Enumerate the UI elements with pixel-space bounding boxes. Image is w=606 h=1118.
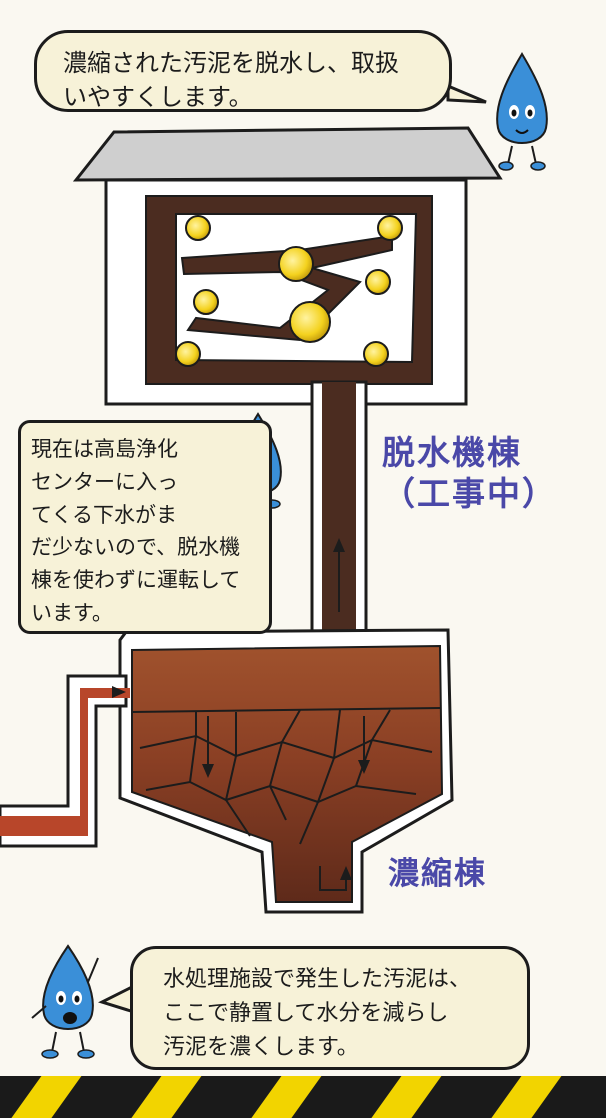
dewatering-building <box>72 126 503 406</box>
roller <box>363 341 389 367</box>
flow-arrow <box>340 866 352 880</box>
flow-arrow <box>358 760 370 774</box>
inlet-pipe <box>0 674 130 848</box>
roller <box>365 269 391 295</box>
bubble-line: 現在は高島浄化 <box>31 437 178 461</box>
bubble-line: 水処理施設で発生した汚泥は、 <box>163 967 472 992</box>
bubble-line: いやすくします。 <box>63 83 253 112</box>
press-frame <box>145 195 433 385</box>
bubble-line: 棟を使わずに運転して <box>31 568 241 592</box>
bubble-line: てくる下水がま <box>31 502 177 527</box>
bubble-line: 汚泥を濃くします。 <box>163 1035 359 1061</box>
flow-arrow <box>112 686 126 698</box>
speech-bubble-top: 濃縮された汚泥を脱水し、取扱 いやすくします。 <box>34 30 452 112</box>
bubble-line: います。 <box>31 600 113 625</box>
bubble-line: 濃縮された汚泥を脱水し、取扱 <box>63 49 399 77</box>
roller <box>185 215 211 241</box>
flow-arrow <box>202 764 214 778</box>
bubble-line: だ少ないので、脱水機 <box>31 535 241 560</box>
roller <box>377 215 403 241</box>
bubble-line: ここで静置して水分を減らし <box>163 1001 449 1027</box>
bubble-tail <box>446 83 487 104</box>
bubble-line: センターに入っ <box>31 469 178 494</box>
roller <box>193 289 219 315</box>
water-drop-character-top <box>496 52 548 171</box>
roller <box>278 246 314 282</box>
speech-bubble-left: 現在は高島浄化 センターに入っ てくる下水がま だ少ないので、脱水機 棟を使わず… <box>18 420 272 634</box>
speech-bubble-bottom: 水処理施設で発生した汚泥は、 ここで静置して水分を減らし 汚泥を濃くします。 <box>130 946 530 1070</box>
thickening-building-label: 濃縮棟 <box>388 856 487 892</box>
sludge-pipe-vertical <box>310 380 368 636</box>
hazard-stripe <box>0 1076 606 1118</box>
dewatering-building-label: 脱水機棟 （工事中） <box>382 432 557 515</box>
roller <box>175 341 201 367</box>
sludge-cracks <box>139 709 433 845</box>
dewatering-building-title: 脱水機棟 <box>382 433 522 472</box>
roof <box>72 126 503 182</box>
thickening-tank <box>118 628 454 914</box>
roller <box>289 301 331 343</box>
water-drop-character-bottom <box>31 944 99 1059</box>
under-construction-note: （工事中） <box>382 474 557 514</box>
flow-arrow <box>333 538 345 552</box>
